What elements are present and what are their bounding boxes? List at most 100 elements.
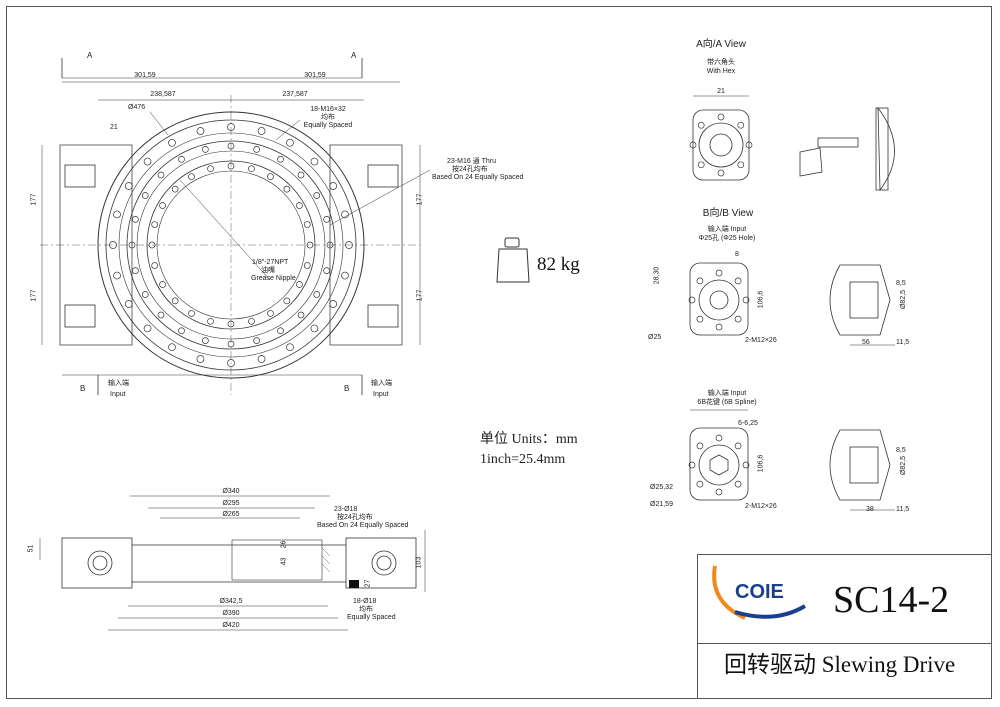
mid-bolt-hole bbox=[227, 340, 235, 348]
holes-3: Based On 24 Equally Spaced bbox=[317, 522, 409, 529]
inner-bolt-hole bbox=[248, 165, 255, 173]
inner-bolt-hole bbox=[207, 317, 214, 325]
outer-bolt-hole bbox=[257, 127, 266, 135]
a-view-hole bbox=[717, 113, 725, 121]
dim-inner-left: 238,587 bbox=[150, 91, 176, 98]
model-number: SC14-2 bbox=[833, 579, 950, 621]
nipple-1: 1/8"-27NPT bbox=[252, 259, 289, 266]
spline-view-hole bbox=[734, 480, 742, 488]
spline-view-hole bbox=[688, 461, 696, 469]
inner-bolt-hole bbox=[248, 317, 255, 325]
mid-bolt-hole bbox=[202, 337, 209, 344]
holes-1: 23-Ø18 bbox=[334, 506, 358, 513]
spline-view-hole bbox=[734, 442, 742, 450]
inner-bolt-hole bbox=[267, 173, 274, 180]
mid-bolt-hole bbox=[227, 142, 235, 150]
outer-bolt-hole bbox=[196, 127, 205, 135]
b-view-input2: Φ25孔 (Φ25 Hole) bbox=[698, 235, 756, 242]
a-view-hole bbox=[737, 121, 745, 129]
inner-bolt-hole bbox=[159, 202, 166, 209]
spline-m12: 2-M12×26 bbox=[745, 503, 777, 510]
nipple-2: 油嘴 bbox=[261, 267, 275, 274]
mid-bolt-hole bbox=[132, 267, 139, 274]
b-view-hole bbox=[742, 296, 750, 304]
inner-bolt-hole bbox=[283, 297, 291, 305]
mid-bolt-hole bbox=[141, 192, 149, 199]
outer-bolt-hole bbox=[168, 343, 176, 352]
b-view-d28: 28,30 bbox=[653, 266, 661, 285]
drawing-frame bbox=[6, 6, 992, 699]
mid-bolt-hole bbox=[178, 155, 185, 163]
weight-value: 82 kg bbox=[537, 254, 580, 275]
bolt-top-2: 均布 bbox=[321, 114, 335, 121]
bolt-top-1: 18-M16×32 bbox=[310, 106, 346, 113]
b-view-hole bbox=[715, 269, 723, 277]
outer-bolt-hole bbox=[124, 300, 133, 308]
inner-bolt-hole bbox=[283, 185, 291, 193]
d265: Ø265 bbox=[222, 511, 240, 518]
b-view-m12: 2-M12×26 bbox=[745, 337, 777, 344]
a-view-sub1: 带六角头 bbox=[707, 59, 735, 66]
inner-bolt-hole bbox=[227, 320, 235, 328]
spline-h85: 8,5 bbox=[896, 447, 906, 454]
outer-bolt-hole bbox=[113, 210, 121, 219]
outer-bolt-hole bbox=[124, 182, 133, 190]
inner-bolt-hole bbox=[227, 162, 235, 170]
input-en-left: Input bbox=[110, 391, 126, 398]
mid-bolt-hole bbox=[178, 327, 185, 335]
outer-bolt-hole bbox=[227, 123, 235, 131]
holes18-3: Equally Spaced bbox=[347, 614, 396, 621]
mid-bolt-hole bbox=[326, 241, 334, 249]
inner-bolt-hole bbox=[303, 221, 311, 228]
spline-input2: 6B花键 (6B Spline) bbox=[697, 399, 757, 406]
outer-bolt-hole bbox=[257, 355, 266, 363]
spline-w38: 38 bbox=[866, 506, 874, 513]
inner-bolt-hole bbox=[303, 262, 311, 269]
inner-bolt-hole bbox=[296, 281, 303, 288]
section-mark-a-left: A bbox=[87, 51, 93, 60]
spline-d21: Ø21,59 bbox=[650, 501, 673, 508]
input-cn-left: 输入端 bbox=[108, 380, 129, 387]
input-cn-right: 输入端 bbox=[371, 380, 392, 387]
a-view-hole bbox=[737, 161, 745, 169]
mid-bolt-hole bbox=[128, 241, 136, 249]
section-mark-b-left: B bbox=[80, 384, 86, 393]
outer-bolt-hole bbox=[345, 241, 353, 249]
b-view-title: B向/B View bbox=[702, 208, 754, 219]
inner-bolt-hole bbox=[148, 241, 156, 249]
bolt-hole-pattern bbox=[109, 123, 353, 367]
outer-bolt-hole bbox=[310, 324, 319, 333]
weight-icon bbox=[496, 237, 530, 283]
inner-bolt-hole bbox=[306, 241, 314, 249]
b-view-input1: 输入端 Input bbox=[707, 226, 747, 233]
b-view-d82: Ø82,5 bbox=[900, 289, 908, 310]
b-view-hole bbox=[688, 296, 696, 304]
a-view-hole bbox=[717, 169, 725, 177]
hole-21: 21 bbox=[110, 124, 118, 131]
inner-bolt-hole bbox=[267, 310, 274, 317]
drawing-caption: 回转驱动 Slewing Drive bbox=[724, 652, 956, 677]
mid-bolt-hole bbox=[323, 267, 330, 274]
mid-bolt-hole bbox=[132, 216, 139, 223]
mid-bolt-hole bbox=[157, 311, 165, 319]
bolt-top-3: Equally Spaced bbox=[303, 122, 353, 129]
inner-bolt-hole bbox=[151, 262, 159, 269]
spline-view-hole bbox=[696, 442, 704, 450]
b-view-hole bbox=[734, 315, 742, 323]
spline-dim: 6-6,25 bbox=[738, 420, 758, 427]
inner-bolt-hole bbox=[171, 297, 179, 305]
logo-text: COIE bbox=[735, 581, 784, 603]
spline-d25: Ø25,32 bbox=[650, 484, 673, 491]
inner-bolt-hole bbox=[171, 185, 179, 193]
d342: Ø342,5 bbox=[219, 598, 243, 605]
b-view-h85: 8,5 bbox=[896, 280, 906, 287]
outer-bolt-hole bbox=[143, 324, 152, 333]
dim-left: 301,59 bbox=[134, 72, 156, 79]
spline-d82: Ø82,5 bbox=[900, 455, 908, 476]
spline-view-hole bbox=[696, 480, 704, 488]
company-logo: COIE bbox=[712, 565, 807, 620]
mid-bolt-hole bbox=[297, 171, 305, 179]
inner-bolt-hole bbox=[296, 202, 303, 209]
outer-bolt-hole bbox=[310, 157, 319, 166]
